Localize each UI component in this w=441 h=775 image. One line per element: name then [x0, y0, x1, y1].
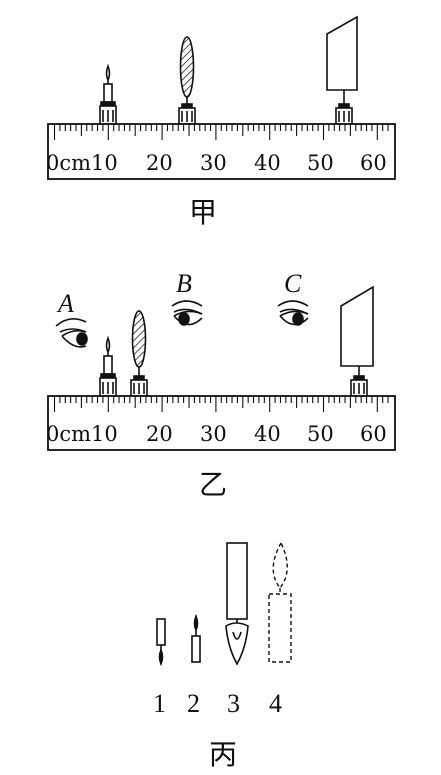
- eye-label-b: B: [176, 269, 192, 298]
- option-3-inverted-large-candle: [225, 542, 249, 666]
- lens-jia: [178, 36, 196, 125]
- ruler-label-50: 50: [307, 422, 334, 446]
- caption-yi: 乙: [199, 468, 227, 501]
- candle-jia: [99, 63, 117, 125]
- screen-yi: [340, 285, 374, 397]
- ruler-label-20: 20: [146, 422, 173, 446]
- option-label-3: 3: [227, 689, 240, 718]
- option-label-2: 2: [187, 689, 200, 718]
- figure-bing: 1 2 3 4 丙: [153, 541, 292, 771]
- ruler-label-40: 40: [254, 151, 281, 175]
- ruler-ticks: [53, 124, 389, 140]
- caption-jia: 甲: [189, 196, 217, 229]
- ruler-label-60: 60: [360, 422, 387, 446]
- ruler-ticks: [53, 396, 389, 412]
- ruler-label-0-10: 0cm10: [46, 422, 118, 446]
- option-label-4: 4: [269, 689, 282, 718]
- candle-yi: [99, 335, 117, 397]
- option-4-dashed-virtual-candle: [268, 541, 292, 663]
- ruler-label-60: 60: [360, 151, 387, 175]
- eye-b-icon: [171, 300, 203, 326]
- ruler-label-20: 20: [146, 151, 173, 175]
- ruler-label-40: 40: [254, 422, 281, 446]
- ruler-yi: 0cm10 20 30 40 50 60: [46, 395, 396, 451]
- caption-bing: 丙: [209, 738, 237, 771]
- figure-jia: 0cm10 20 30 40 50 60 甲: [46, 15, 396, 229]
- ruler-label-50: 50: [307, 151, 334, 175]
- eye-label-c: C: [284, 269, 302, 298]
- ruler-label-30: 30: [200, 151, 227, 175]
- eye-label-a: A: [56, 289, 74, 318]
- option-1-inverted-small-candle: [156, 618, 166, 667]
- ruler-label-0-10: 0cm10: [46, 151, 118, 175]
- ruler-jia: 0cm10 20 30 40 50 60: [46, 123, 396, 180]
- eye-a-icon: [55, 318, 88, 348]
- option-2-upright-small-candle: [191, 613, 201, 663]
- option-label-1: 1: [153, 689, 166, 718]
- ruler-label-30: 30: [200, 422, 227, 446]
- lens-yi: [130, 310, 148, 397]
- figure-yi: A B C: [46, 269, 396, 501]
- eye-c-icon: [277, 300, 309, 326]
- screen-jia: [326, 15, 358, 125]
